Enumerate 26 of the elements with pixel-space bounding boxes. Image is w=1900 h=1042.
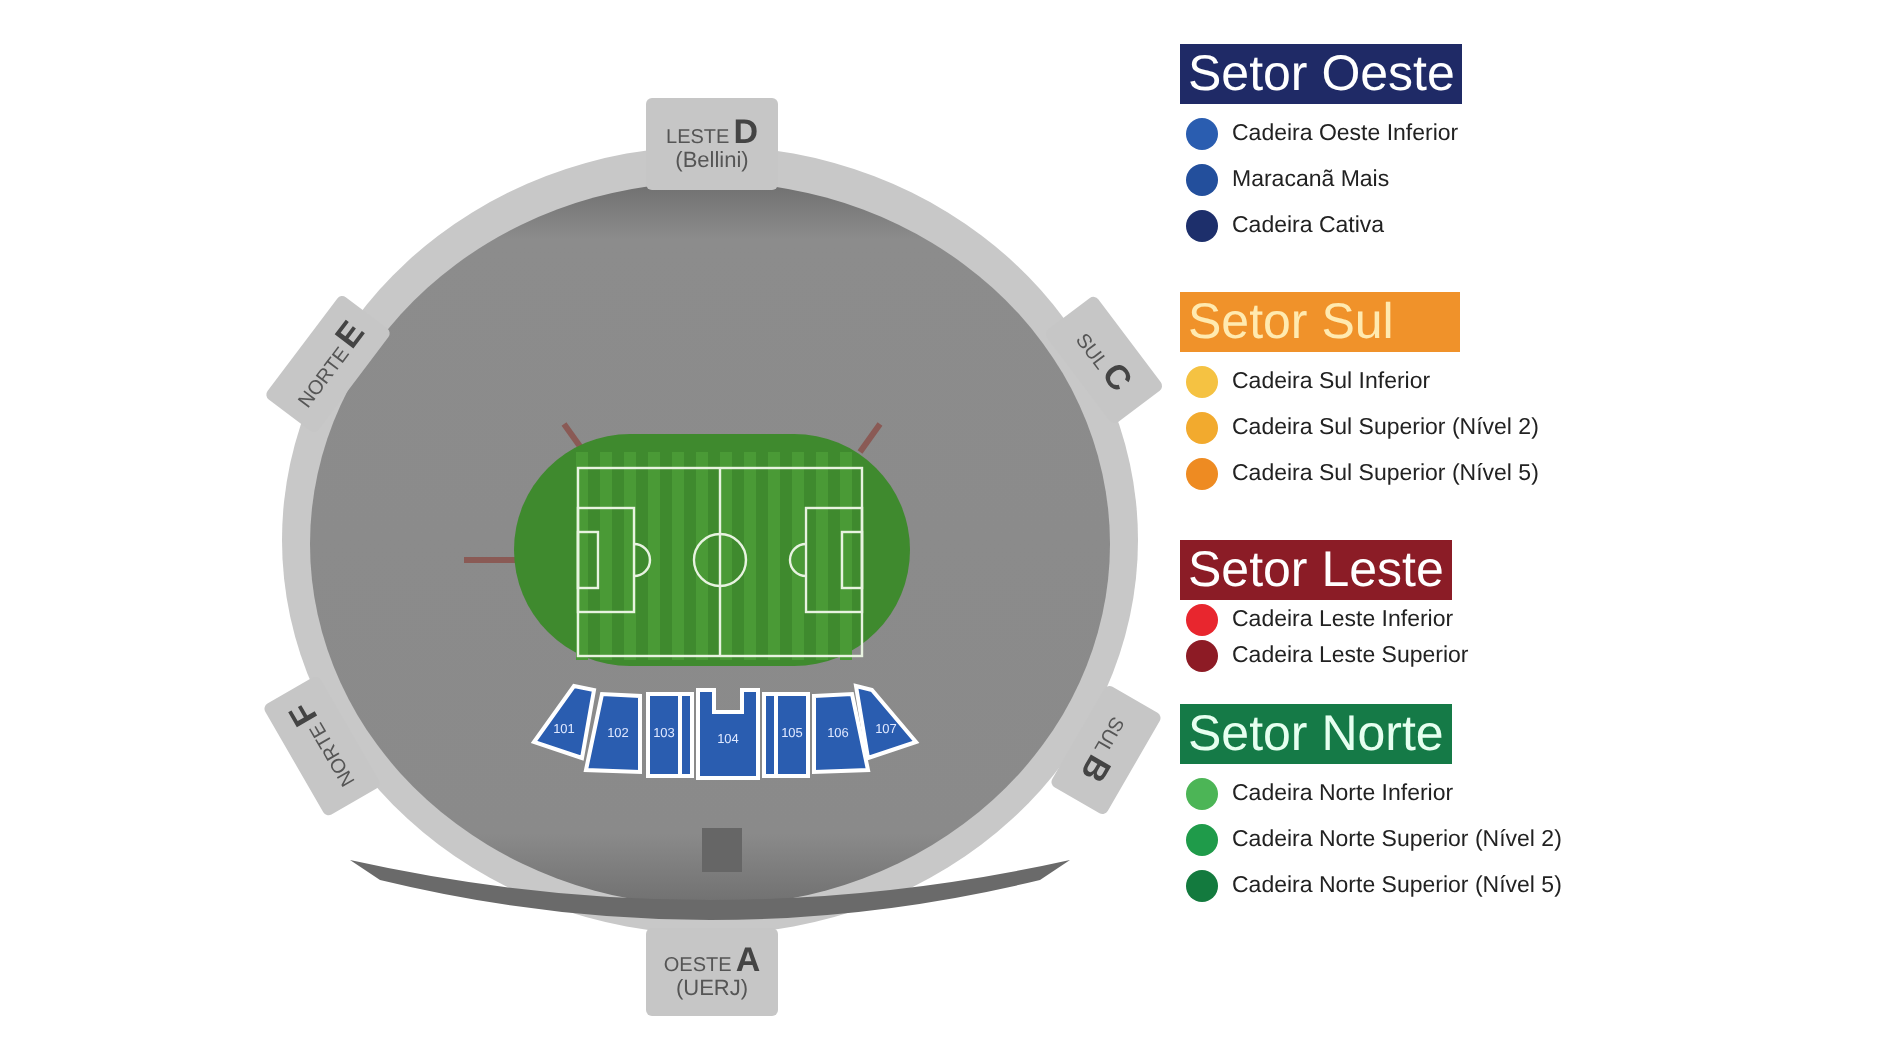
seating-section — [698, 688, 758, 780]
legend-label: Cadeira Norte Inferior — [1232, 780, 1454, 808]
sector-heading: Setor Oeste — [1180, 44, 1463, 104]
seating-section — [646, 692, 694, 778]
sector-heading: Setor Norte — [1180, 704, 1452, 764]
gate-name: OESTE — [663, 956, 732, 977]
sector-heading: Setor Leste — [1180, 540, 1452, 600]
legend-label: Cadeira Sul Inferior — [1232, 368, 1431, 396]
seating-section — [530, 682, 598, 762]
legend-label: Cadeira Oeste Inferior — [1232, 120, 1459, 148]
seating-section — [852, 682, 920, 762]
legend-label: Cadeira Norte Superior (Nível 5) — [1232, 872, 1562, 900]
gate-letter: A — [735, 942, 761, 977]
gate-subtitle: (UERJ) — [675, 976, 749, 1002]
sector-heading: Setor Sul — [1180, 292, 1460, 352]
gate-letter: D — [733, 114, 758, 149]
legend-label: Cadeira Sul Superior (Nível 5) — [1232, 460, 1539, 488]
legend-label: Maracanã Mais — [1232, 166, 1390, 194]
legend-label: Cadeira Leste Superior — [1232, 642, 1469, 670]
legend-label: Cadeira Sul Superior (Nível 2) — [1232, 414, 1539, 442]
seating-section — [762, 692, 810, 778]
gate-subtitle: (Bellini) — [675, 148, 749, 174]
legend-label: Cadeira Leste Inferior — [1232, 606, 1454, 634]
gate-name: LESTE — [666, 128, 730, 149]
legend-label: Cadeira Norte Superior (Nível 2) — [1232, 826, 1562, 854]
legend-label: Cadeira Cativa — [1232, 212, 1385, 240]
